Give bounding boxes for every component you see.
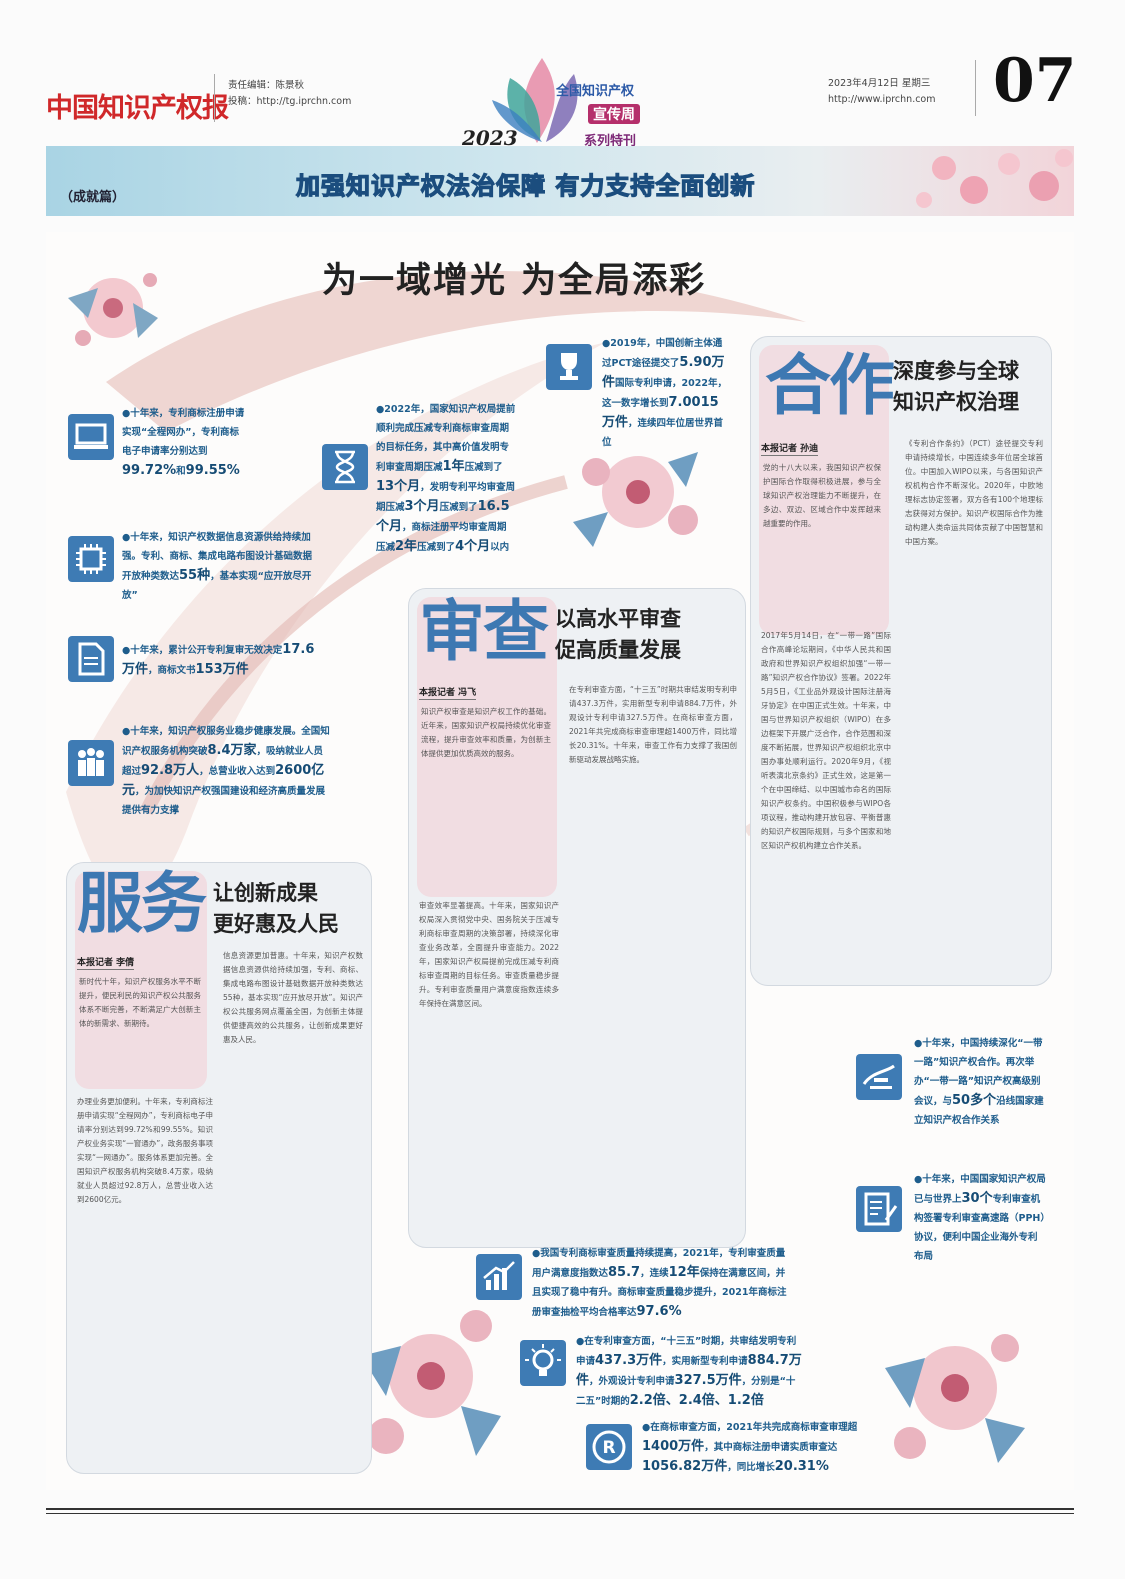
banner-slogan: 加强知识产权法治保障 有力支持全面创新 <box>295 171 756 200</box>
section-service-title: 服务 <box>77 865 207 942</box>
fact-exam-quality: ●我国专利商标审查质量持续提高，2021年，专利审查质量用户满意度指数达85.7… <box>532 1248 787 1319</box>
hourglass-icon <box>322 444 368 490</box>
article-body: 审查效率显著提高。十年来，国家知识产权局深入贯彻党中央、国务院关于压减专利商标审… <box>419 901 559 1008</box>
section-cooperation-title: 合作 <box>765 347 895 424</box>
svg-text:R: R <box>602 1438 615 1458</box>
growth-chart-icon <box>476 1254 522 1300</box>
editor-name: 责任编辑：陈景秋 <box>228 80 305 91</box>
trophy-icon <box>546 344 592 390</box>
fact-patent-examination: ●在专利审查方面，“十三五”时期，共审结发明专利申请437.3万件，实用新型专利… <box>576 1336 802 1408</box>
registered-icon: R <box>586 1424 632 1470</box>
lightbulb-icon <box>520 1340 566 1386</box>
newspaper-logo: 中国知识产权报 <box>46 93 229 124</box>
issue-date: 2023年4月12日 星期三 <box>828 78 931 89</box>
date-info: 2023年4月12日 星期三 http://www.iprchn.com <box>828 76 936 108</box>
fact-review-period: ●2022年，国家知识产权局提前顺利完成压减专利商标审查周期的目标任务，其中高价… <box>376 404 516 554</box>
fact-service-industry: ●十年来，知识产权服务业稳步健康发展。全国知识产权服务机构突破8.4万家，吸纳就… <box>122 726 330 816</box>
article-body: 2017年5月14日，在“一带一路”国际合作高峰论坛期间，《中华人民共和国政府和… <box>761 631 891 850</box>
emblem-line1: 全国知识产权 <box>556 84 635 99</box>
banner-tag: （成就篇） <box>60 190 126 205</box>
section-cooperation: 合作 深度参与全球 知识产权治理 本报记者 孙迪 党的十八大以来，我国知识产权保… <box>750 336 1052 986</box>
divider <box>975 60 976 116</box>
section-examination: 审查 以高水平审查 促高质量发展 本报记者 冯飞 知识产权审查是知识产权工作的基… <box>408 588 746 1248</box>
flower-decoration <box>68 273 158 346</box>
theme-banner: （成就篇） 加强知识产权法治保障 有力支持全面创新 <box>46 146 1074 216</box>
flower-decoration <box>361 1310 501 1456</box>
section-service: 服务 让创新成果 更好惠及人民 本报记者 李倩 新时代十年，知识产权服务水平不断… <box>66 862 372 1474</box>
byline: 本报记者 孙迪 <box>761 441 819 456</box>
fact-data-resources: ●十年来，知识产权数据信息资源供给持续加强。专利、商标、集成电路布图设计基础数据… <box>122 532 313 601</box>
emblem-line2: 宣传周 <box>588 104 640 124</box>
byline: 本报记者 冯飞 <box>419 685 477 700</box>
page-headline: 为一域增光 为全局添彩 <box>322 260 707 301</box>
editor-info: 责任编辑：陈景秋 投稿：http://tg.iprchn.com <box>228 78 351 110</box>
section-highlight <box>75 871 207 1089</box>
article-body: 《专利合作条约》（PCT）途径提交专利申请持续增长，中国连续多年位居全球首位。中… <box>905 439 1043 546</box>
divider <box>46 1513 1074 1514</box>
section-highlight <box>759 345 889 635</box>
computer-icon <box>68 414 114 460</box>
article-body: 在专利审查方面，“十三五”时期共审结发明专利申请437.3万件，实用新型专利申请… <box>569 685 737 764</box>
page-number: 07 <box>993 46 1077 116</box>
form-icon <box>856 1186 902 1232</box>
section-examination-title: 审查 <box>419 593 549 670</box>
emblem-flower-icon <box>492 58 578 143</box>
article-body: 办理业务更加便利。十年来，专利商标注册申请实现“全程网办”，专利商标电子申请率分… <box>77 1097 213 1204</box>
article-lead: 新时代十年，知识产权服务水平不断提升，便民利民的知识产权公共服务体系不断完善，不… <box>79 977 201 1028</box>
fact-trademark-examination: ●在商标审查方面，2021年共完成商标审查审理超1400万件，其中商标注册申请实… <box>642 1422 858 1474</box>
fact-online-filing: ●十年来，专利商标注册申请实现“全程网办”，专利商标电子申请率分别达到99.72… <box>122 408 245 478</box>
fact-belt-and-road: ●十年来，中国持续深化“一带一路”知识产权合作。再次举办“一带一路”知识产权高级… <box>914 1038 1044 1126</box>
fact-pph-agreements: ●十年来，中国国家知识产权局已与世界上30个专利审查机构签署专利审查高速路（PP… <box>914 1174 1046 1262</box>
chip-icon <box>68 536 114 582</box>
emblem-line3: 系列特刊 <box>584 134 637 149</box>
belt-road-icon <box>856 1054 902 1100</box>
divider <box>214 74 215 122</box>
flower-decoration <box>573 452 698 547</box>
section-service-subtitle: 让创新成果 更好惠及人民 <box>213 880 339 936</box>
people-icon <box>68 740 114 786</box>
contribute-url: 投稿：http://tg.iprchn.com <box>228 96 352 107</box>
flower-decoration <box>885 1334 1025 1463</box>
site-url: http://www.iprchn.com <box>828 94 936 105</box>
document-icon <box>68 636 114 682</box>
article-lead: 党的十八大以来，我国知识产权保护国际合作取得积极进展，参与全球知识产权治理能力不… <box>763 463 881 528</box>
ip-week-emblem: 全国知识产权 宣传周 系列特刊 2023 <box>462 48 672 150</box>
article-lead: 知识产权审查是知识产权工作的基础。近年来，国家知识产权局持续优化审查流程，提升审… <box>421 707 551 758</box>
section-highlight <box>417 597 557 897</box>
cherry-blossom-icon <box>916 149 1073 208</box>
divider <box>46 1508 1074 1510</box>
article-body: 信息资源更加普惠。十年来，知识产权数据信息资源供给持续加强，专利、商标、集成电路… <box>223 951 363 1044</box>
fact-reexamination: ●十年来，累计公开专利复审无效决定17.6万件，商标文书153万件 <box>122 642 315 677</box>
byline: 本报记者 李倩 <box>77 955 135 970</box>
fact-pct-applications: ●2019年，中国创新主体通过PCT途径提交了5.90万件国际专利申请，2022… <box>602 338 727 448</box>
section-cooperation-subtitle: 深度参与全球 知识产权治理 <box>893 358 1019 414</box>
section-examination-subtitle: 以高水平审查 促高质量发展 <box>555 606 681 662</box>
